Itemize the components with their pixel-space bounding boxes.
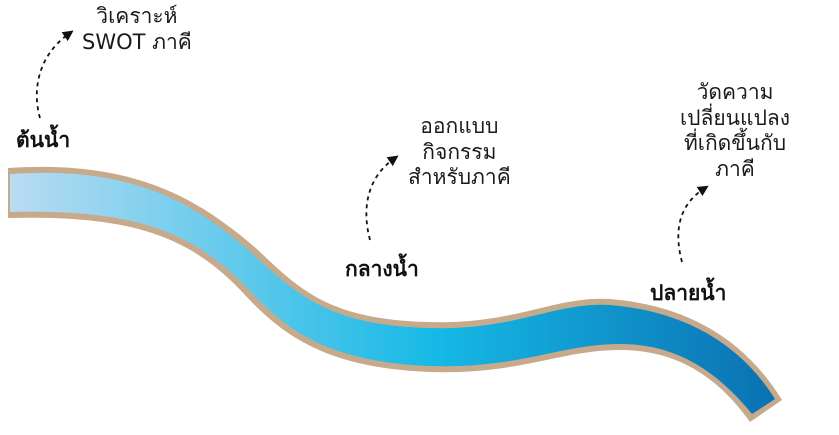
- stage-3-label: ปลายน้ำ: [650, 281, 727, 305]
- river-water: [10, 172, 775, 414]
- stage-2-note-line: ออกแบบ: [420, 114, 499, 138]
- stage-2-note: ออกแบบ กิจกรรม สำหรับภาคี: [408, 114, 511, 191]
- stage-3-note-line: ที่เกิดขึ้นกับ: [683, 131, 787, 156]
- stage-3-note-line: เปลี่ยนแปลง: [680, 105, 791, 130]
- stage-2-note-line: กิจกรรม: [422, 139, 497, 164]
- stage-3-note: วัดความ เปลี่ยนแปลง ที่เกิดขึ้นกับ ภาคี: [680, 80, 790, 182]
- stage-1-label: ต้นน้ำ: [16, 128, 71, 152]
- stage-3-note-line: ภาคี: [715, 156, 755, 181]
- stage-1-arrow-icon: [35, 30, 74, 119]
- stage-2-note-line: สำหรับภาคี: [408, 165, 511, 190]
- stage-2-label: กลางน้ำ: [345, 257, 419, 281]
- stage-1-note: วิเคราะห์ SWOT ภาคี: [82, 4, 192, 55]
- stage-3-note-line: วัดความ: [696, 80, 774, 104]
- stage-2-arrow-icon: [365, 155, 399, 241]
- stage-1-note-line: วิเคราะห์: [96, 4, 178, 28]
- stage-1-note-line: SWOT ภาคี: [82, 29, 192, 54]
- stage-3-arrow-icon: [677, 185, 709, 263]
